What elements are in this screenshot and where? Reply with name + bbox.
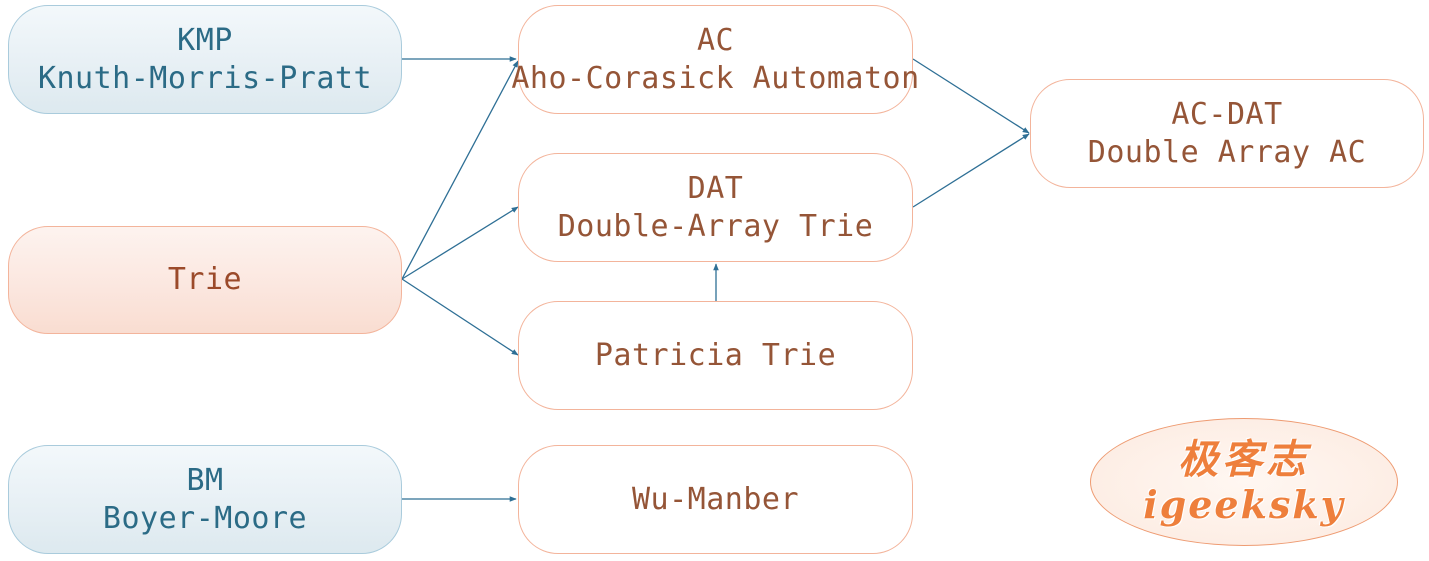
node-ac-dat-full: Double Array AC: [1087, 134, 1367, 170]
watermark-english: igeeksky: [1143, 482, 1345, 527]
node-ac-dat: AC-DAT Double Array AC: [1030, 79, 1424, 188]
node-bm: BM Boyer-Moore: [8, 445, 402, 554]
node-dat-abbr: DAT: [687, 170, 744, 206]
node-kmp-full: Knuth-Morris-Pratt: [37, 60, 373, 96]
node-ac: AC Aho-Corasick Automaton: [511, 5, 919, 114]
node-bm-full: Boyer-Moore: [102, 500, 308, 536]
node-patricia-trie: Patricia Trie: [518, 301, 913, 410]
node-patricia-label: Patricia Trie: [594, 337, 837, 373]
node-ac-abbr: AC: [696, 22, 735, 58]
watermark-stamp: 极客志 igeeksky: [1090, 418, 1398, 546]
node-ac-full: Aho-Corasick Automaton: [511, 60, 920, 96]
node-ac-dat-abbr: AC-DAT: [1171, 96, 1283, 132]
node-bm-abbr: BM: [186, 462, 224, 498]
edge-trie-dat: [401, 206, 519, 280]
node-dat: DAT Double-Array Trie: [518, 153, 913, 262]
node-wu-manber: Wu-Manber: [518, 445, 913, 554]
node-kmp: KMP Knuth-Morris-Pratt: [8, 5, 402, 114]
edge-dat-acdat: [912, 133, 1030, 208]
watermark-chinese: 极客志: [1178, 436, 1310, 483]
node-trie-label: Trie: [167, 262, 243, 297]
node-wu-manber-label: Wu-Manber: [631, 481, 800, 517]
edge-ac-acdat: [912, 58, 1030, 134]
node-dat-full: Double-Array Trie: [557, 208, 874, 244]
node-trie: Trie: [8, 226, 402, 334]
edge-trie-patricia: [401, 278, 519, 356]
node-kmp-abbr: KMP: [177, 22, 233, 58]
edge-trie-ac: [401, 60, 519, 280]
